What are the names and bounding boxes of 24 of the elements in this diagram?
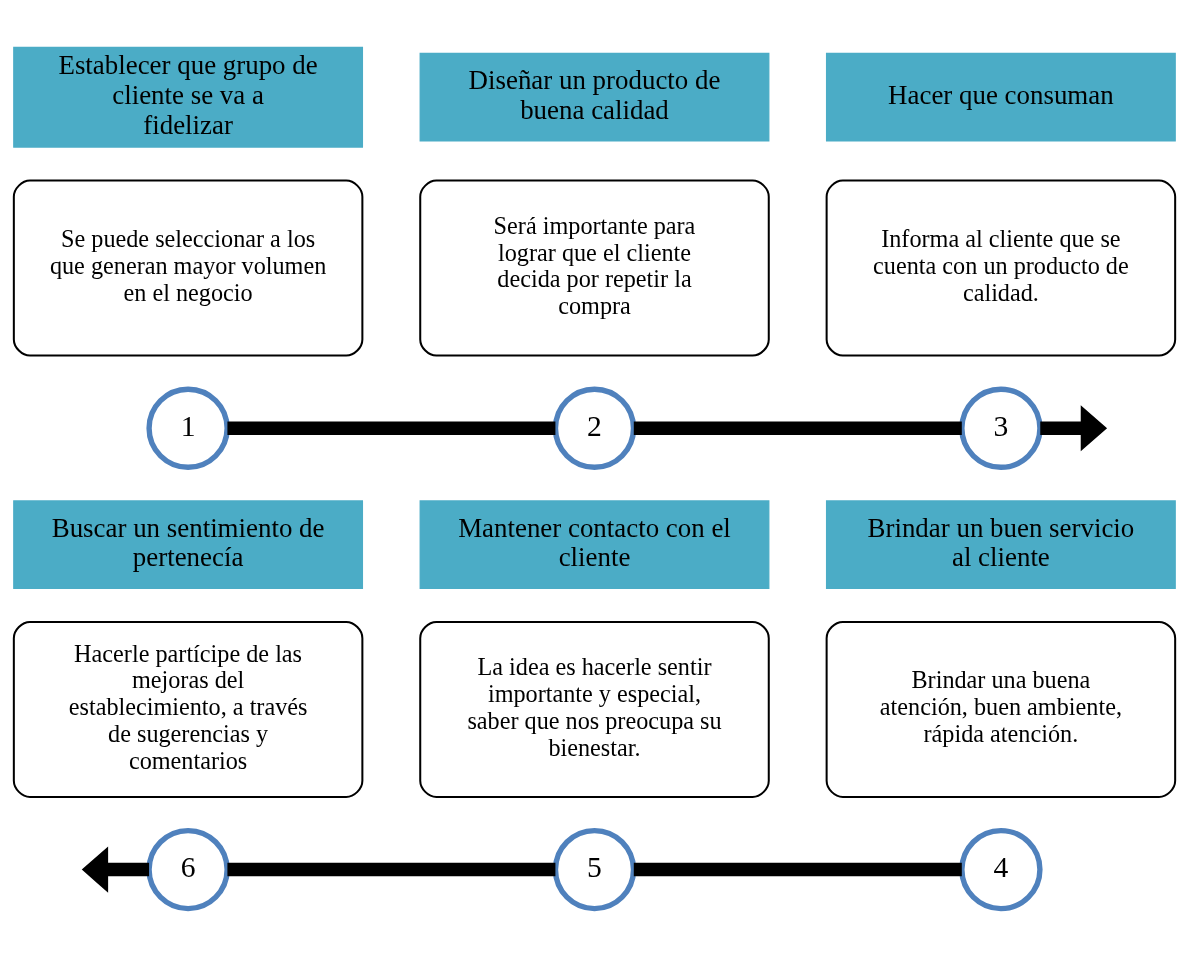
- node-circle: 1: [146, 386, 230, 470]
- node-circle: 4: [959, 827, 1043, 911]
- node-box: Buscar un sentimiento de pertenecía: [13, 499, 364, 589]
- node-circle: 5: [552, 827, 637, 911]
- node-box: Se puede seleccionar a los que generan mayor volumen en el negocio: [12, 179, 364, 357]
- node-circle: 3: [959, 386, 1043, 470]
- connector: [227, 420, 556, 435]
- node-box: Establecer que grupo de cliente se va a fidelizar: [13, 46, 364, 148]
- node-box: Diseñar un producto de buena calidad: [419, 52, 770, 142]
- connector: [633, 862, 962, 876]
- node-box: Mantener contacto con el cliente: [419, 499, 770, 589]
- node-box: Será importante para lograr que el cliente decida por repetir la compra: [419, 179, 770, 357]
- connector: [633, 420, 962, 435]
- node-circle: 6: [146, 827, 230, 911]
- connector: [227, 862, 556, 876]
- node-circle: 2: [552, 386, 637, 470]
- node-box: Brindar un buen servicio al cliente: [825, 499, 1176, 589]
- node-box: Hacer que consuman: [825, 52, 1176, 142]
- arrow: [81, 846, 150, 893]
- arrow: [1040, 404, 1108, 451]
- node-box: La idea es hacerle sentir importante y especial, saber que nos preocupa su bienestar.: [419, 620, 770, 798]
- node-box: Brindar una buena atención, buen ambiente, rápida atención.: [825, 620, 1177, 798]
- node-box: Informa al cliente que se cuenta con un producto de calidad.: [825, 179, 1177, 357]
- node-box: Hacerle partícipe de las mejoras del establecimiento, a través de sugerencias y comentarios: [12, 620, 364, 798]
